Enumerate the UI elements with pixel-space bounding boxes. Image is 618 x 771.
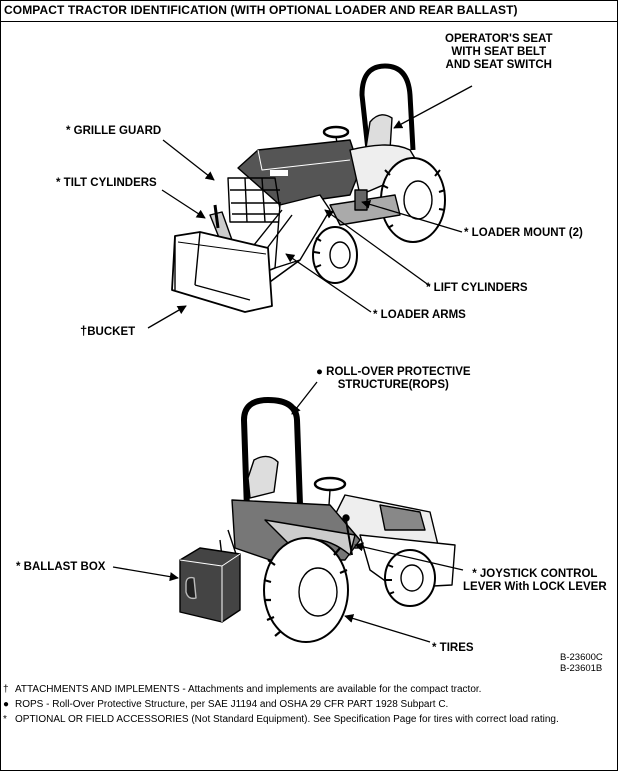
bucket-label: †BUCKET [80,324,135,339]
top-callout-leaders [147,85,473,329]
tires-label: * TIRES [432,642,474,654]
footnote-text: OPTIONAL OR FIELD ACCESSORIES (Not Stand… [15,714,559,725]
footnote-optional: * OPTIONAL OR FIELD ACCESSORIES (Not Stan… [3,714,559,726]
tractor-with-ballast-drawing [179,397,456,643]
footnote-text: ROPS - Roll-Over Protective Structure, p… [15,699,449,710]
footnote-text: ATTACHMENTS AND IMPLEMENTS - Attachments… [15,684,482,695]
footnote-mark-bullet: ● [3,699,10,710]
joystick-label: * JOYSTICK CONTROL LEVER With LOCK LEVER [463,568,607,594]
operator-seat-label: OPERATOR'S SEAT WITH SEAT BELT AND SEAT … [445,33,553,72]
attachment-mark: † [80,323,88,338]
rops-label-line-2: STRUCTURE(ROPS) [337,379,449,391]
loader-arms-label: * LOADER ARMS [373,309,466,321]
ballast-box-label: * BALLAST BOX [16,561,106,573]
drawing-code-1: B-23600C [560,652,603,663]
title-divider [0,21,618,22]
grille-guard-label: * GRILLE GUARD [66,125,162,137]
bottom-callout-leaders [112,381,464,643]
tractor-with-loader-drawing [171,63,446,313]
bucket-label-text: BUCKET [87,326,136,338]
rops-label-line-1: ● ROLL-OVER PROTECTIVE [316,366,471,378]
operator-seat-label-line-3: AND SEAT SWITCH [445,59,552,71]
joystick-label-line-2: LEVER With LOCK LEVER [463,581,607,593]
lift-cylinders-label: * LIFT CYLINDERS [426,282,528,294]
footnote-mark-asterisk: * [3,714,7,725]
rops-label: ● ROLL-OVER PROTECTIVE STRUCTURE(ROPS) [316,366,471,392]
operator-seat-label-line-1: OPERATOR'S SEAT [445,33,553,45]
footnote-mark-dagger: † [3,684,9,695]
operator-seat-label-line-2: WITH SEAT BELT [451,46,547,58]
tilt-cylinders-label: * TILT CYLINDERS [56,177,157,189]
page-title: COMPACT TRACTOR IDENTIFICATION (WITH OPT… [4,3,518,17]
joystick-label-line-1: * JOYSTICK CONTROL [472,568,598,580]
footnote-rops: ● ROPS - Roll-Over Protective Structure, … [3,699,448,711]
footnote-attachments: † ATTACHMENTS AND IMPLEMENTS - Attachment… [3,684,481,696]
loader-mount-label: * LOADER MOUNT (2) [464,227,583,239]
drawing-code-2: B-23601B [560,663,603,674]
